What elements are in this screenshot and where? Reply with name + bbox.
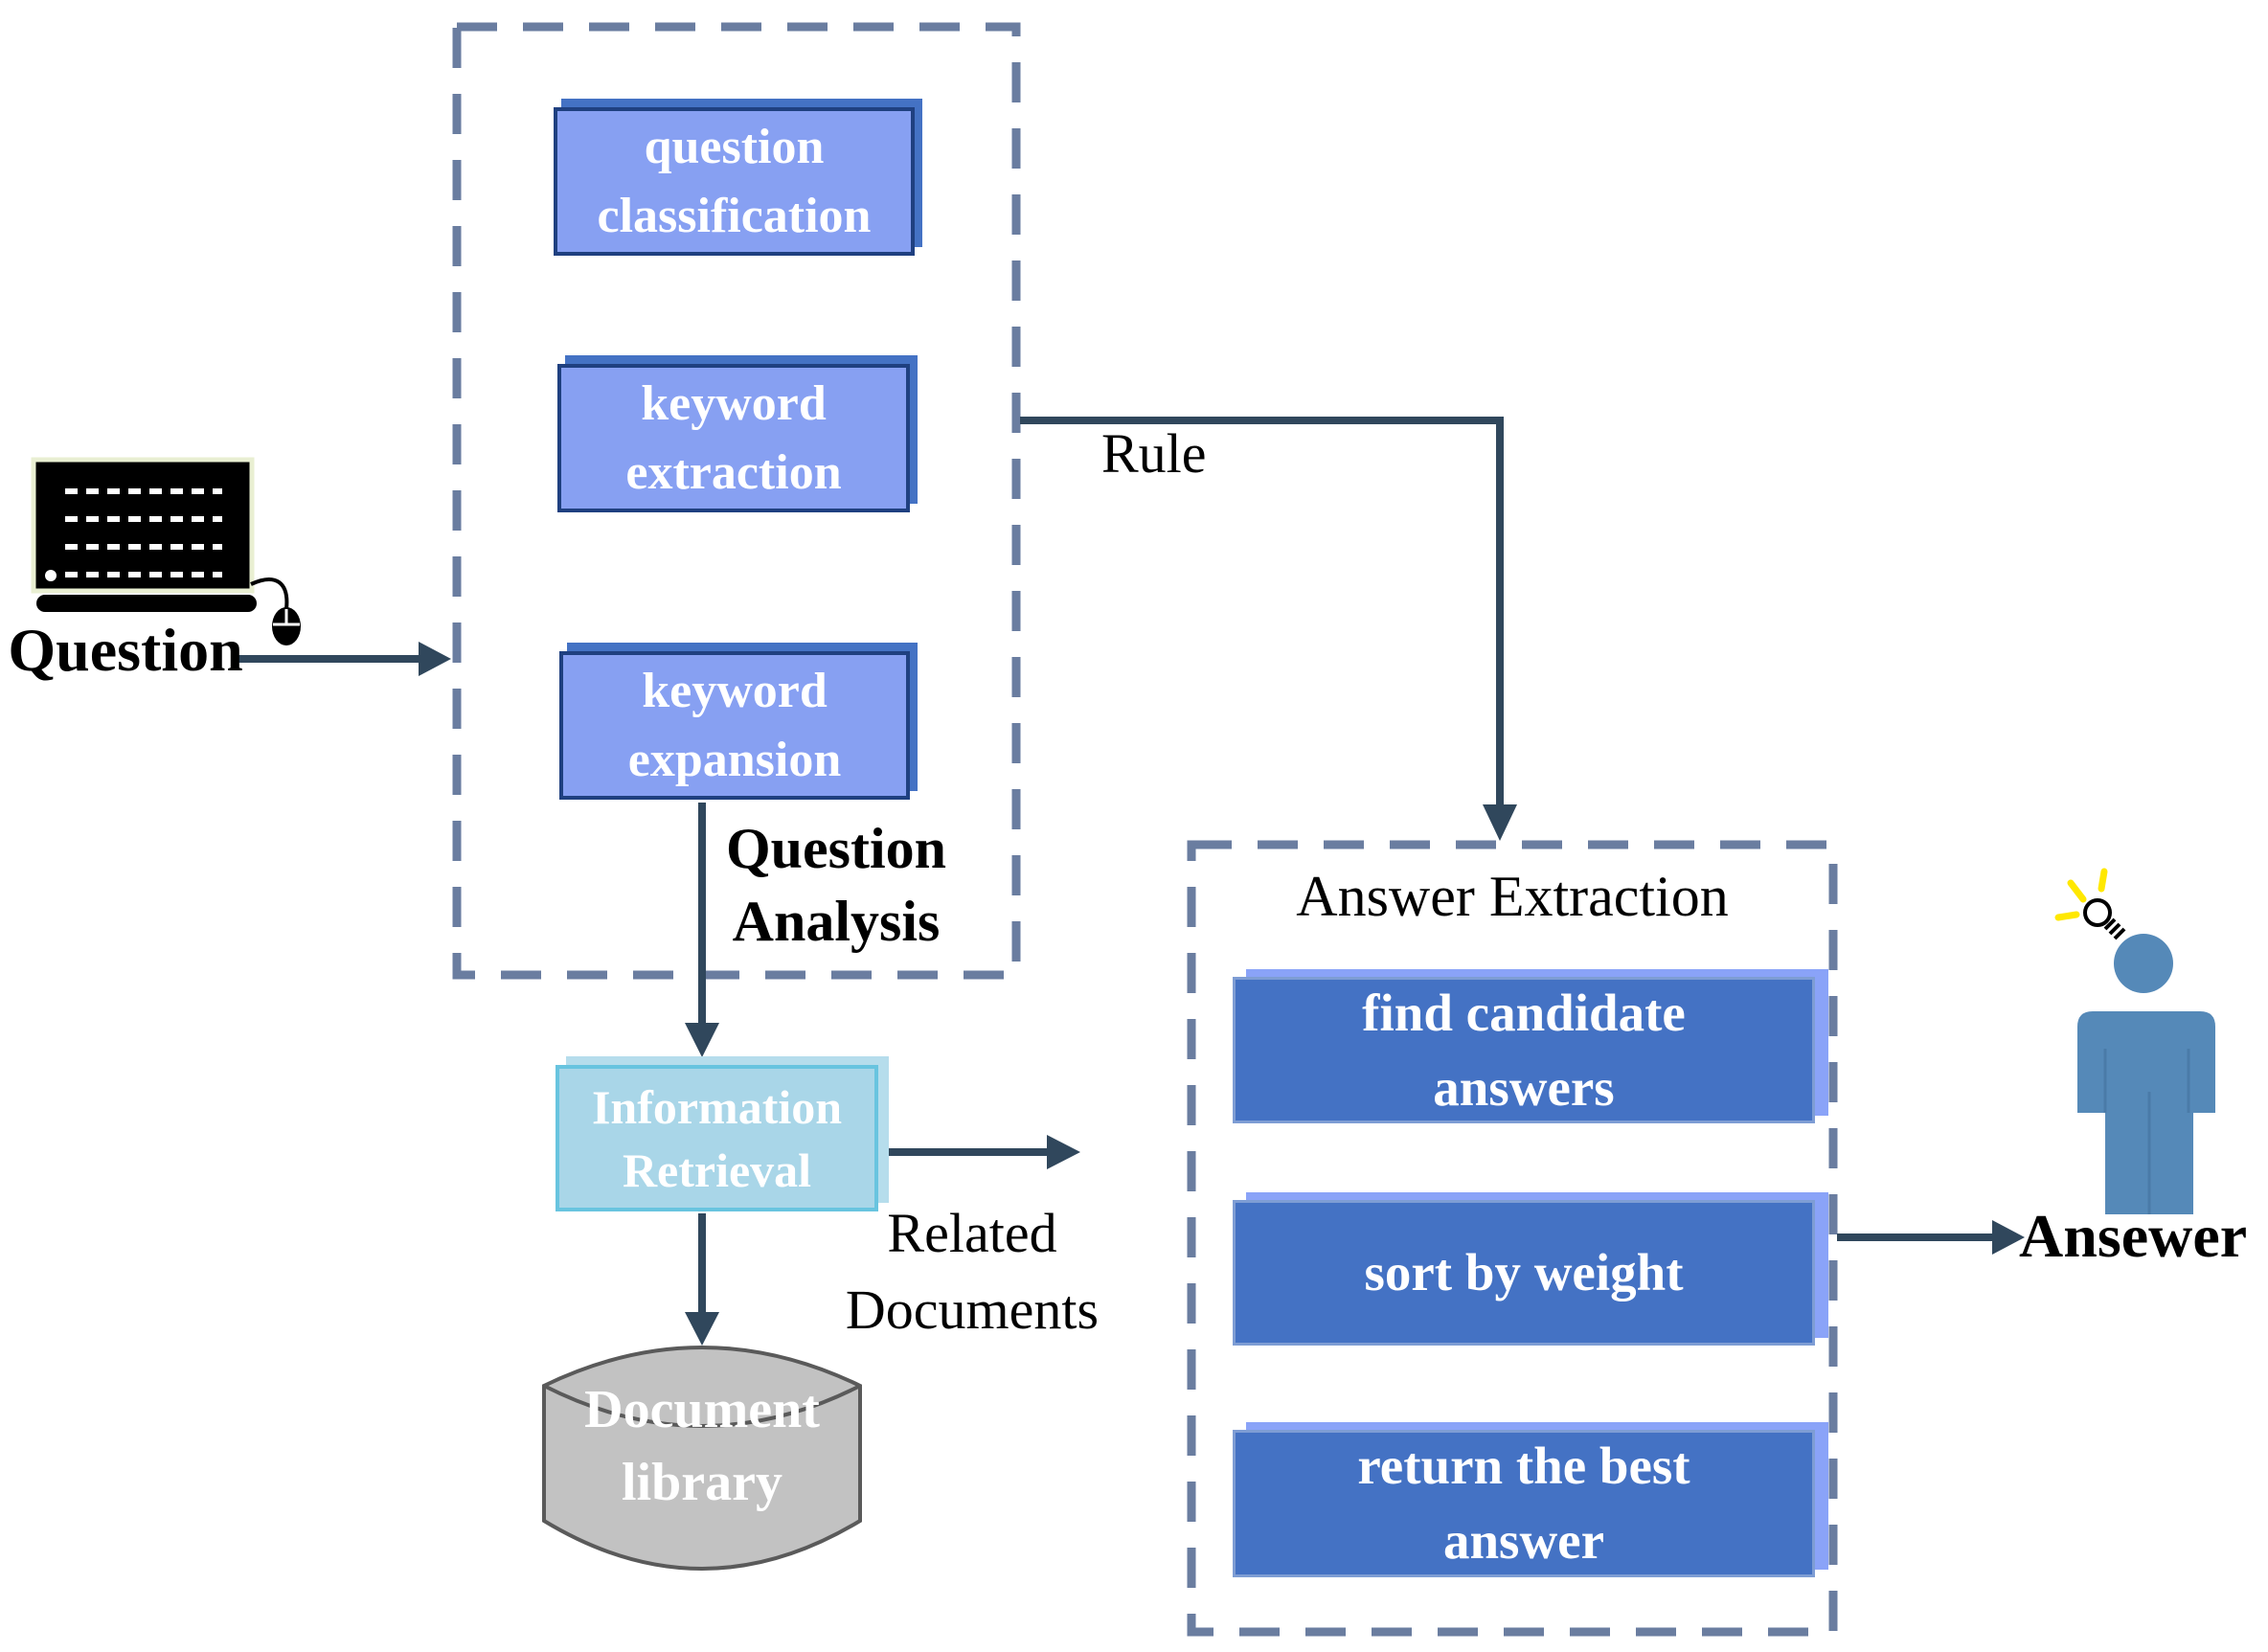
label-line: library bbox=[622, 1453, 782, 1512]
answer-extraction-dashed-box bbox=[1187, 840, 1838, 1637]
box-label-line: expansion bbox=[627, 732, 842, 787]
answer-label: Ansewer bbox=[2019, 1202, 2248, 1270]
box-label-line: Information bbox=[591, 1079, 843, 1134]
box-label-line: answers bbox=[1433, 1057, 1615, 1117]
find-candidate-answers-box: find candidate answers bbox=[1233, 977, 1815, 1123]
box-label-line: sort by weight bbox=[1364, 1243, 1684, 1301]
question-classification-box: question classification bbox=[554, 107, 915, 256]
question-label: Question bbox=[8, 616, 243, 684]
answer-extraction-title: Answer Extraction bbox=[1296, 865, 1729, 928]
label-line: Analysis bbox=[732, 890, 941, 953]
box-label-line: keyword bbox=[642, 663, 828, 718]
mouse-cable bbox=[250, 577, 289, 610]
lightbulb-icon bbox=[2054, 868, 2126, 940]
mouse-icon bbox=[272, 607, 301, 645]
arrowheads bbox=[419, 642, 2025, 1346]
sort-by-weight-box: sort by weight bbox=[1233, 1200, 1815, 1346]
label-line: Question bbox=[725, 817, 947, 880]
box-label-line: classification bbox=[597, 188, 872, 243]
person-torso bbox=[2077, 1011, 2215, 1113]
label-line: Related bbox=[887, 1202, 1057, 1264]
box-label-line: find candidate bbox=[1362, 983, 1686, 1042]
arrow-rule bbox=[1020, 417, 1504, 806]
connector-arrows bbox=[233, 417, 1992, 1312]
document-library-cylinder bbox=[542, 1346, 862, 1571]
return-best-answer-box: return the best answer bbox=[1233, 1430, 1815, 1577]
label-line: Document bbox=[584, 1380, 820, 1439]
box-label-line: answer bbox=[1442, 1511, 1605, 1570]
box-label-line: question bbox=[644, 119, 825, 174]
box-label-line: Retrieval bbox=[622, 1143, 812, 1197]
box-label-line: extraction bbox=[625, 444, 842, 500]
keyword-extraction-box: keyword extraction bbox=[557, 364, 910, 512]
person-head bbox=[2114, 934, 2173, 993]
rule-label: Rule bbox=[1101, 422, 1207, 485]
person-icon bbox=[2077, 934, 2215, 1214]
box-label-line: return the best bbox=[1357, 1437, 1690, 1495]
box-label-line: keyword bbox=[641, 375, 827, 431]
label-line: Documents bbox=[845, 1279, 1100, 1341]
computer-icon bbox=[31, 457, 301, 645]
document-library-label: Document library bbox=[544, 1373, 860, 1519]
information-retrieval-box: Information Retrieval bbox=[556, 1065, 878, 1211]
keyword-expansion-box: keyword expansion bbox=[559, 651, 910, 800]
related-documents-label: Related Documents bbox=[812, 1195, 1132, 1348]
question-analysis-dashed-box bbox=[452, 22, 1021, 980]
question-analysis-label: Question Analysis bbox=[683, 812, 989, 958]
